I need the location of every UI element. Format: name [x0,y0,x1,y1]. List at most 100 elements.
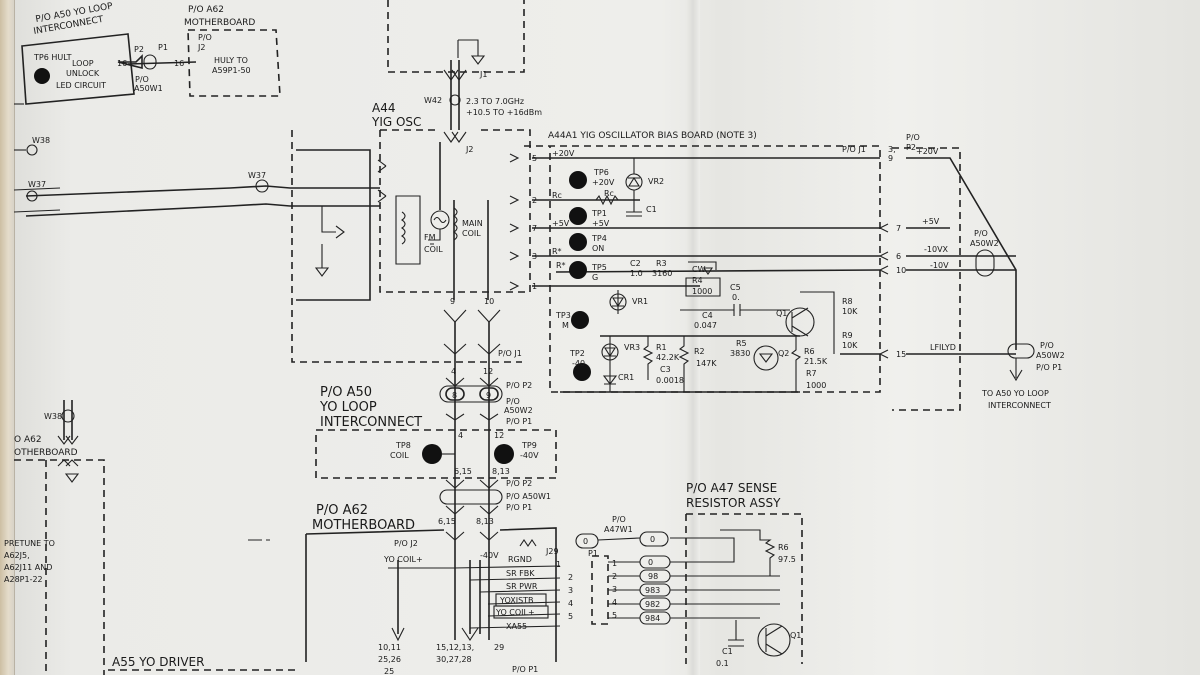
rp-15: 15 [896,350,906,359]
edge-mark [13,209,61,213]
p2-label: P2 [134,45,144,54]
w38-ferrule [61,409,75,423]
tp1-2: +5V [592,219,610,228]
left-lower-block: W38 O A62 OTHERBOARD PRETUNE TO A62J5, A… [4,400,105,675]
tp1-1: TP1 [591,209,607,218]
mid-pin-12: 12 [494,431,504,440]
r1-resistor [642,336,654,380]
left-edge-marks [13,103,61,213]
c1-label: C1 [646,205,657,214]
w42-ferrule [449,94,461,106]
a62-left-1: O A62 [14,435,42,445]
rp-7: 7 [896,224,901,233]
r5-2: 3830 [730,349,750,358]
a62-left-box [14,459,105,675]
inner-box [296,149,371,301]
c5-1: C5 [730,283,741,292]
cw-arrow [702,267,714,275]
a50-mid-title-2: YO LOOP [319,400,377,415]
po-p1-mid: P/O P1 [506,417,532,426]
a44-yig-osc-block: A44 YIG OSC J2 FM COIL MAIN COIL 9 10 [371,101,531,306]
r2-1: R2 [694,347,705,356]
a62-motherboard-low-block: P/O A62 MOTHERBOARD 6,15 8,13 P/O J2 YO … [248,503,573,675]
a47-title-1: P/O A47 SENSE [686,481,777,495]
rp-3: 3, [888,145,896,154]
po-a50w1-low: P/O A50W1 [506,492,551,501]
w37-drop [321,206,345,239]
to-a50-1: TO A50 YO LOOP [981,389,1049,398]
w1-ferrule [143,54,157,70]
po-a50w2-r1: P/O [974,229,988,238]
main-coil-2: COIL [462,229,481,238]
lfilyd-label: LFILYD [930,343,956,352]
a47-box [685,513,803,664]
page-fold [686,0,700,675]
pretune-3: A62J11 AND [4,563,52,572]
bias-board-title: A44A1 YIG OSCILLATOR BIAS BOARD (NOTE 3) [548,131,757,141]
j29-wires [453,565,561,629]
a44-title-1: A44 [372,101,395,115]
to-a50-2: INTERCONNECT [988,401,1051,410]
tp8-dot [422,444,442,464]
rp-9: 9 [888,154,893,163]
p1-low-label: P1 [588,549,598,558]
loop-wire [127,61,197,65]
tp9-2: -40V [520,451,539,460]
mid-813: 8,13 [492,467,510,476]
tp9-1: TP9 [521,441,537,450]
po-p1-right: P/O P1 [1036,363,1062,372]
v20-top: +20V [552,149,575,158]
c4-2: 0.047 [694,321,717,330]
po-a50w2-r2: A50W2 [970,239,999,248]
r4-2: 1000 [692,287,712,296]
a50w2-mid-ferrule [439,385,503,403]
tp3-dot [571,311,589,329]
vr2-circle [625,173,643,191]
center-connector-block: P/O J1 4 12 P/O P2 8 9 P/O A50W2 P/O P1 [439,309,533,640]
pin-4: 4 [451,367,456,376]
w37-run-b [229,203,380,207]
bb-right-arrows [878,223,889,359]
c3-1: C3 [660,365,671,374]
a62-low-title-2: MOTHERBOARD [312,518,415,533]
num-151213: 15,12,13, [436,643,474,652]
po-a50w2-r3: P/O [1040,341,1054,350]
bb-pin-2: 2 [532,196,537,205]
q1-low-label: Q1 [790,631,801,640]
q1-label: Q1 [776,309,787,318]
p2-frame [892,147,961,411]
p1-pin: 5 [612,611,617,620]
num-29: 29 [494,643,504,652]
mid-615: 6,15 [454,467,472,476]
tp2-dot [573,363,591,381]
q1-symbol [791,307,809,337]
bias-board-outline [524,145,881,393]
wire-no: 982 [645,600,660,609]
j2-low-arrows [445,531,499,541]
r9-2: 10K [842,341,858,350]
w38-top-ferrule [26,144,38,156]
po-a50w2-m1: P/O [506,397,520,406]
w38-arrows-2 [57,459,79,467]
rstar-2: R* [556,261,566,270]
top-connector-block: J1 W42 2.3 TO 7.0GHz +10.5 TO +16dBm [387,0,542,130]
sleeve-9: 9 [486,391,491,400]
tp6-dot [569,171,587,189]
r1-2: 42.2K [656,353,680,362]
pin-12: 12 [483,367,493,376]
j29-pin: 4 [568,599,573,608]
loop-unlock-3: LED CIRCUIT [56,81,106,90]
j29-pin: 3 [568,586,573,595]
r6-1: R6 [804,347,815,356]
r6-2: 21.5K [804,357,828,366]
rgnd-symbol [519,539,537,547]
a47w1-cable-block: P/O A47W1 0 0 P1 1 2 3 4 5 0 98 983 982 … [575,515,780,625]
yig-ground [428,239,436,245]
bias-board-block: A44A1 YIG OSCILLATOR BIAS BOARD (NOTE 3)… [509,131,1065,411]
p1-connector [591,555,609,625]
rc-resistor [595,194,619,206]
a44-title-2: YIG OSC [371,115,421,129]
vr1-circle [609,293,627,311]
a50-mid-title-3: INTERCONNECT [320,415,422,430]
c4-1: C4 [702,311,713,320]
